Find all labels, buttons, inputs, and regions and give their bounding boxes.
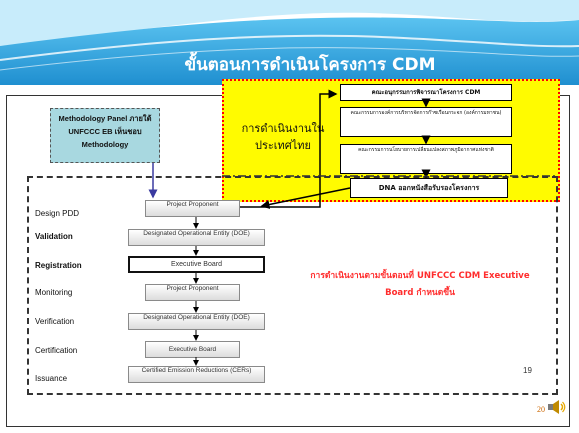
actor-box-monitoring: Project Proponent <box>145 284 240 301</box>
step-label-issuance: Issuance <box>35 374 68 383</box>
actor-box-registration: Executive Board <box>128 256 265 273</box>
step-label-verification: Verification <box>35 317 75 326</box>
slide-title: ขั้นตอนการดำเนินโครงการ CDM <box>184 55 436 75</box>
thai-process-label: การดำเนินงานในประเทศไทย <box>241 122 325 152</box>
step-label-design-pdd: Design PDD <box>35 209 80 218</box>
step-label-monitoring: Monitoring <box>35 288 73 297</box>
tgo-board-box: คณะกรรมการองค์การบริหารจัดการก๊าซเรือนกร… <box>340 107 512 137</box>
actor-box-verification: Designated Operational Entity (DOE) <box>128 313 265 330</box>
speaker-icon[interactable] <box>547 399 567 415</box>
step-label-registration: Registration <box>35 261 82 270</box>
step-label-certification: Certification <box>35 346 78 355</box>
actor-box-validation: Designated Operational Entity (DOE) <box>128 229 265 246</box>
climate-policy-committee-box: คณะกรรมการนโยบายการเปลี่ยนแปลงสภาพภูมิอา… <box>340 144 512 174</box>
step-label-validation: Validation <box>35 232 73 241</box>
header-wave-banner <box>0 0 579 85</box>
actor-box-certification: Executive Board <box>145 341 240 358</box>
actor-box-issuance: Certified Emission Reductions (CERs) <box>128 366 265 383</box>
slide-number: 20 <box>537 405 545 414</box>
actor-box-design-pdd: Project Proponent <box>145 200 240 217</box>
subcommittee-box: คณะอนุกรรมการพิจารณาโครงการ CDM <box>340 84 512 101</box>
dna-box: DNA ออกหนังสือรับรองโครงการ <box>350 178 508 198</box>
page-number: 19 <box>523 366 532 375</box>
unfccc-note: การดำเนินงานตามขั้นตอนที่ UNFCCC CDM Exe… <box>310 271 530 298</box>
methodology-panel: Methodology Panel ภายใต้ UNFCCC EB เห็นช… <box>50 108 160 163</box>
